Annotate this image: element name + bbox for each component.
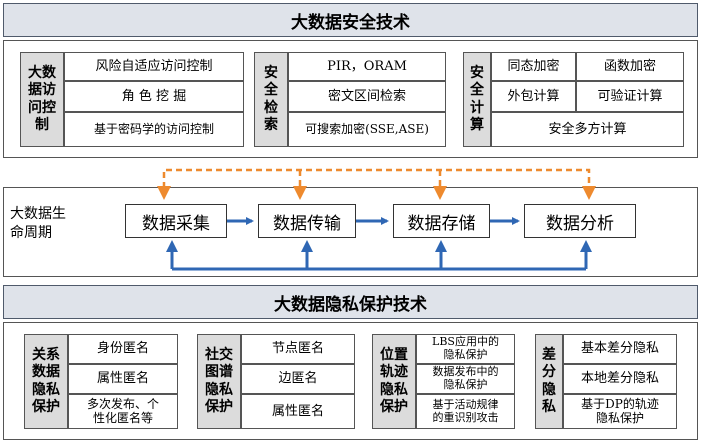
search-item-2: 密文区间检索 (288, 81, 446, 112)
location-privacy-label: 位置 轨迹 隐私 保护 (372, 334, 416, 429)
stage-analyze: 数据分析 (524, 204, 636, 238)
compute-item-4: 可验证计算 (576, 81, 684, 112)
dp-item-2: 本地差分隐私 (563, 364, 677, 394)
stage-store: 数据存储 (393, 204, 490, 238)
differential-privacy-label: 差 分 隐 私 (535, 334, 563, 429)
blue-up-arrowheads (166, 240, 592, 252)
search-item-1: PIR，ORAM (288, 52, 446, 81)
stage-transmit: 数据传输 (258, 204, 356, 238)
dp-item-3: 基于DP的轨迹 隐私保护 (563, 394, 677, 429)
stage-collect: 数据采集 (125, 204, 227, 238)
social-privacy-label: 社交 图谱 隐私 保护 (197, 334, 241, 429)
dp-item-1: 基本差分隐私 (563, 334, 677, 364)
security-tech-title: 大数据安全技术 (3, 3, 698, 37)
access-control-label: 大数 据访 问控 制 (20, 52, 64, 147)
location-item-2: 数据发布中的 隐私保护 (416, 364, 515, 394)
secure-compute-label: 安 全 计 算 (463, 52, 491, 147)
relational-item-2: 属性匿名 (68, 364, 178, 394)
access-item-1: 风险自适应访问控制 (64, 52, 244, 81)
compute-item-3: 外包计算 (491, 81, 576, 112)
compute-item-5: 安全多方计算 (491, 112, 684, 147)
search-item-3: 可搜索加密(SSE,ASE) (288, 112, 446, 147)
orange-dashed-connector (162, 168, 591, 188)
secure-search-label: 安全 检索 (254, 52, 288, 147)
relational-item-3: 多次发布、个 性化匿名等 (68, 394, 178, 429)
blue-bottom-bracket (170, 250, 588, 271)
relational-privacy-label: 关系 数据 隐私 保护 (24, 334, 68, 429)
access-item-2: 角 色 挖 掘 (64, 81, 244, 112)
location-item-1: LBS应用中的 隐私保护 (416, 334, 515, 364)
privacy-tech-title: 大数据隐私保护技术 (3, 285, 698, 319)
lifecycle-title: 大数据生 命周期 (10, 206, 66, 241)
compute-item-2: 函数加密 (576, 52, 684, 81)
compute-item-1: 同态加密 (491, 52, 576, 81)
social-item-3: 属性匿名 (241, 394, 355, 429)
orange-arrowheads (157, 186, 596, 200)
location-item-3: 基于活动规律 的重识别攻击 (416, 394, 515, 429)
access-item-3: 基于密码学的访问控制 (64, 112, 244, 147)
social-item-2: 边匿名 (241, 364, 355, 394)
social-item-1: 节点匿名 (241, 334, 355, 364)
relational-item-1: 身份匿名 (68, 334, 178, 364)
